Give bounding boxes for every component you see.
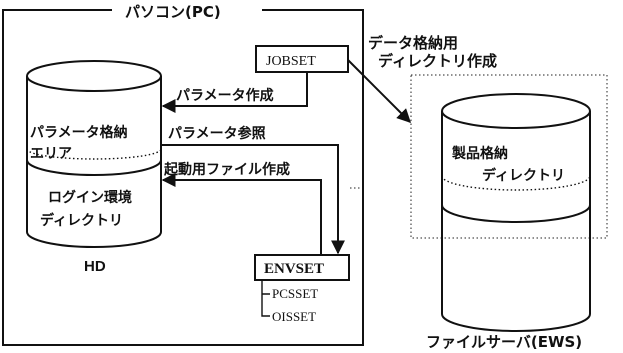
jobset-box — [255, 45, 349, 73]
hd-label: HD — [84, 258, 106, 275]
arrow-data-dir-create — [347, 59, 411, 123]
envset-box — [254, 254, 350, 281]
label-param-create: パラメータ作成 — [176, 87, 274, 104]
arrow-param-ref — [162, 144, 345, 255]
server-product-dir-line2: ディレクトリ — [482, 167, 565, 184]
server-product-dir-line1: 製品格納 — [451, 145, 508, 162]
label-startup-create: 起動用ファイル作成 — [163, 161, 290, 178]
hd-area-param-line1: パラメータ格納 — [30, 124, 128, 141]
hd-cylinder — [26, 60, 162, 248]
envset-child-oisset: OISSET — [272, 309, 316, 324]
server-cylinder — [441, 93, 591, 332]
label-data-dir-line1: データ格納用 — [368, 34, 458, 52]
arrow-startup-create — [161, 173, 322, 255]
product-dir-region — [410, 74, 608, 239]
jobset-label: JOBSET — [266, 54, 316, 69]
arrow-param-create — [161, 72, 308, 113]
pc-title: パソコン(PC) — [125, 3, 221, 21]
pc-frame — [2, 9, 364, 346]
hd-area-login-line2: ディレクトリ — [40, 212, 123, 229]
hd-area-login-line1: ログイン環境 — [48, 189, 132, 206]
hd-area-param-line2: エリア — [30, 146, 72, 162]
label-param-ref: パラメータ参照 — [168, 125, 266, 142]
envset-child-pcsset: PCSSET — [272, 286, 318, 301]
envset-tree — [261, 280, 270, 317]
envset-label: ENVSET — [264, 261, 324, 277]
label-data-dir-line2: ディレクトリ作成 — [378, 52, 497, 70]
server-label: ファイルサーバ(EWS) — [426, 333, 582, 351]
